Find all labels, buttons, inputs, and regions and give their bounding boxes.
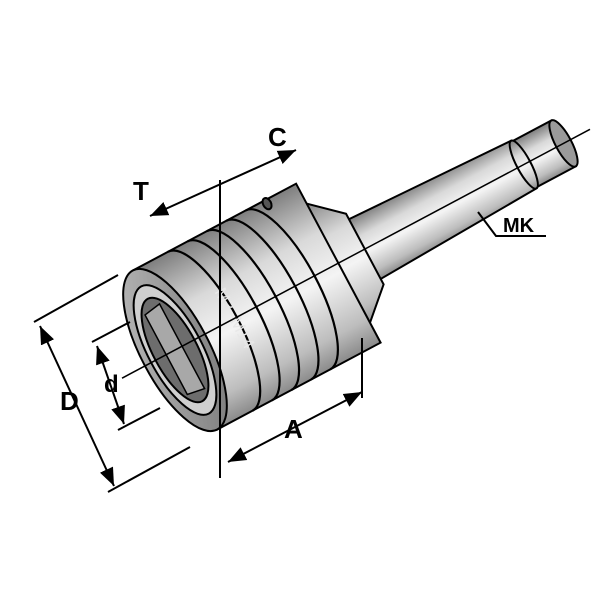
label-d: d (104, 371, 119, 398)
label-A: A (284, 414, 303, 444)
dimensions (33, 149, 546, 493)
label-MK: MK (503, 215, 535, 237)
label-T: T (133, 176, 149, 206)
label-C: C (268, 122, 287, 152)
center-axis (121, 128, 591, 379)
chuck-body: M3–M14 (121, 119, 591, 433)
label-D: D (60, 386, 79, 416)
